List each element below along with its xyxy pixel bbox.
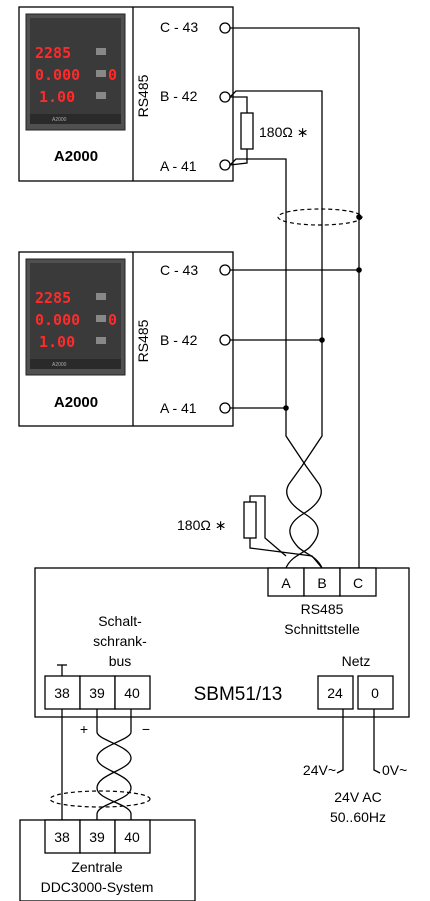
device-1-terminal-c-screw bbox=[219, 22, 231, 34]
device-2-display-suffix: 0 bbox=[108, 311, 117, 329]
device-2-display-row-1: 2285 bbox=[35, 289, 71, 307]
central-terminal-38-label: 38 bbox=[54, 829, 70, 845]
device-2-display-row-2: 0.000 bbox=[35, 311, 80, 329]
power-terminal-24 bbox=[317, 675, 354, 710]
device-1-display-suffix: 0 bbox=[108, 66, 117, 84]
sbm-terminal-a-label: A bbox=[281, 575, 291, 591]
device-a2000-2: 2285 0.000 0 1.00 A2000 A2000 RS485 C - … bbox=[18, 251, 234, 427]
device-2-name: A2000 bbox=[54, 394, 98, 411]
device-1-panel-brand: A2000 bbox=[52, 117, 67, 123]
power-terminal-0-label: 0 bbox=[371, 685, 379, 701]
bus-plus-label: + bbox=[80, 721, 88, 737]
device-1-terminal-a: A - 41 bbox=[160, 158, 197, 174]
sbm-bus-terminal-40 bbox=[114, 675, 151, 710]
device-2-button-2 bbox=[96, 315, 106, 322]
sbm-power-terminal-block: 24 0 bbox=[317, 675, 394, 710]
termination-resistor-1 bbox=[240, 112, 254, 150]
power-terminal-0 bbox=[357, 675, 394, 710]
device-2-interface-label: RS485 bbox=[135, 319, 151, 362]
power-0v-label: 0V~ bbox=[382, 762, 407, 778]
device-2-terminal-a: A - 41 bbox=[160, 400, 197, 416]
schaltschrankbus-label-2: schrank- bbox=[93, 633, 147, 649]
termination-resistor-2-label: 180Ω ∗ bbox=[177, 517, 226, 533]
device-1-button-2 bbox=[96, 70, 106, 77]
power-24v-label: 24V~ bbox=[303, 762, 336, 778]
device-1-button-3 bbox=[96, 92, 106, 99]
device-1-display-row-3: 1.00 bbox=[39, 88, 75, 106]
device-2-button-3 bbox=[96, 337, 106, 344]
power-supply-voltage: 24V AC bbox=[334, 789, 381, 805]
cable-shield-1 bbox=[277, 208, 363, 226]
sbm-bus-terminal-39-label: 39 bbox=[89, 685, 105, 701]
power-wire-0v bbox=[373, 709, 381, 774]
central-terminal-40-label: 40 bbox=[124, 829, 140, 845]
central-terminal-40 bbox=[114, 819, 151, 854]
sbm-rs485-terminal-block: A B C bbox=[267, 567, 377, 597]
device-1-display-row-1: 2285 bbox=[35, 44, 71, 62]
bus-minus-label: − bbox=[142, 721, 150, 737]
device-2-terminal-c-screw bbox=[219, 264, 231, 276]
bus-wire-b bbox=[229, 90, 323, 485]
sbm-bus-terminal-block: 38 39 40 bbox=[44, 675, 151, 710]
sbm-terminal-b bbox=[303, 567, 341, 597]
central-terminal-38 bbox=[44, 819, 81, 854]
sbm-terminal-c-label: C bbox=[353, 575, 363, 591]
device-1-terminal-b: B - 42 bbox=[160, 88, 198, 104]
device-1-name: A2000 bbox=[54, 148, 98, 165]
device-1-display-row-2: 0.000 bbox=[35, 66, 80, 84]
sbm-terminal-a bbox=[267, 567, 305, 597]
bus-wire-c bbox=[230, 27, 360, 568]
sbm-module-name: SBM51/13 bbox=[194, 684, 283, 705]
schaltschrankbus-label-1: Schalt- bbox=[98, 613, 142, 629]
device-2-button-1 bbox=[96, 293, 106, 300]
bus-wire-a bbox=[229, 158, 320, 485]
device-2-terminal-b: B - 42 bbox=[160, 332, 198, 348]
device-1-button-1 bbox=[96, 48, 106, 55]
device-1-terminal-a-screw bbox=[219, 159, 231, 171]
central-label-1: Zentrale bbox=[71, 859, 123, 875]
sbm-terminal-b-label: B bbox=[317, 575, 326, 591]
central-label-2: DDC3000-System bbox=[41, 879, 154, 895]
power-wire-24v bbox=[336, 709, 344, 774]
device-a2000-1: 2285 0.000 0 1.00 A2000 A2000 RS485 C - … bbox=[18, 6, 234, 182]
device-2-terminal-c: C - 43 bbox=[160, 262, 198, 278]
termination-resistor-2 bbox=[243, 501, 257, 539]
device-2-display-row-3: 1.00 bbox=[39, 333, 75, 351]
central-terminal-block: 38 39 40 bbox=[44, 819, 151, 854]
device-1-terminal-c: C - 43 bbox=[160, 19, 198, 35]
device-1-terminal-b-screw bbox=[219, 91, 231, 103]
sbm-rs485-label: RS485 bbox=[301, 601, 344, 617]
device-2-terminal-a-screw bbox=[219, 402, 231, 414]
bus-twisted-pair-plus bbox=[96, 709, 132, 820]
sbm-bus-terminal-38-label: 38 bbox=[54, 685, 70, 701]
power-terminal-24-label: 24 bbox=[327, 685, 343, 701]
schaltschrankbus-label-3: bus bbox=[109, 653, 132, 669]
sbm-terminal-c bbox=[339, 567, 377, 597]
sbm-bus-terminal-40-label: 40 bbox=[124, 685, 140, 701]
sbm-rs485-interface-label: Schnittstelle bbox=[284, 621, 360, 637]
termination-resistor-1-label: 180Ω ∗ bbox=[259, 124, 308, 140]
device-2-terminal-b-screw bbox=[219, 334, 231, 346]
device-2-panel-brand: A2000 bbox=[52, 362, 67, 368]
netz-label: Netz bbox=[342, 653, 371, 669]
twisted-pair-a bbox=[285, 483, 319, 569]
cable-shield-2 bbox=[49, 790, 151, 808]
central-terminal-39-label: 39 bbox=[89, 829, 105, 845]
bus-twisted-pair-minus bbox=[96, 709, 132, 820]
device-1-interface-label: RS485 bbox=[135, 74, 151, 117]
power-supply-frequency: 50..60Hz bbox=[330, 809, 386, 825]
